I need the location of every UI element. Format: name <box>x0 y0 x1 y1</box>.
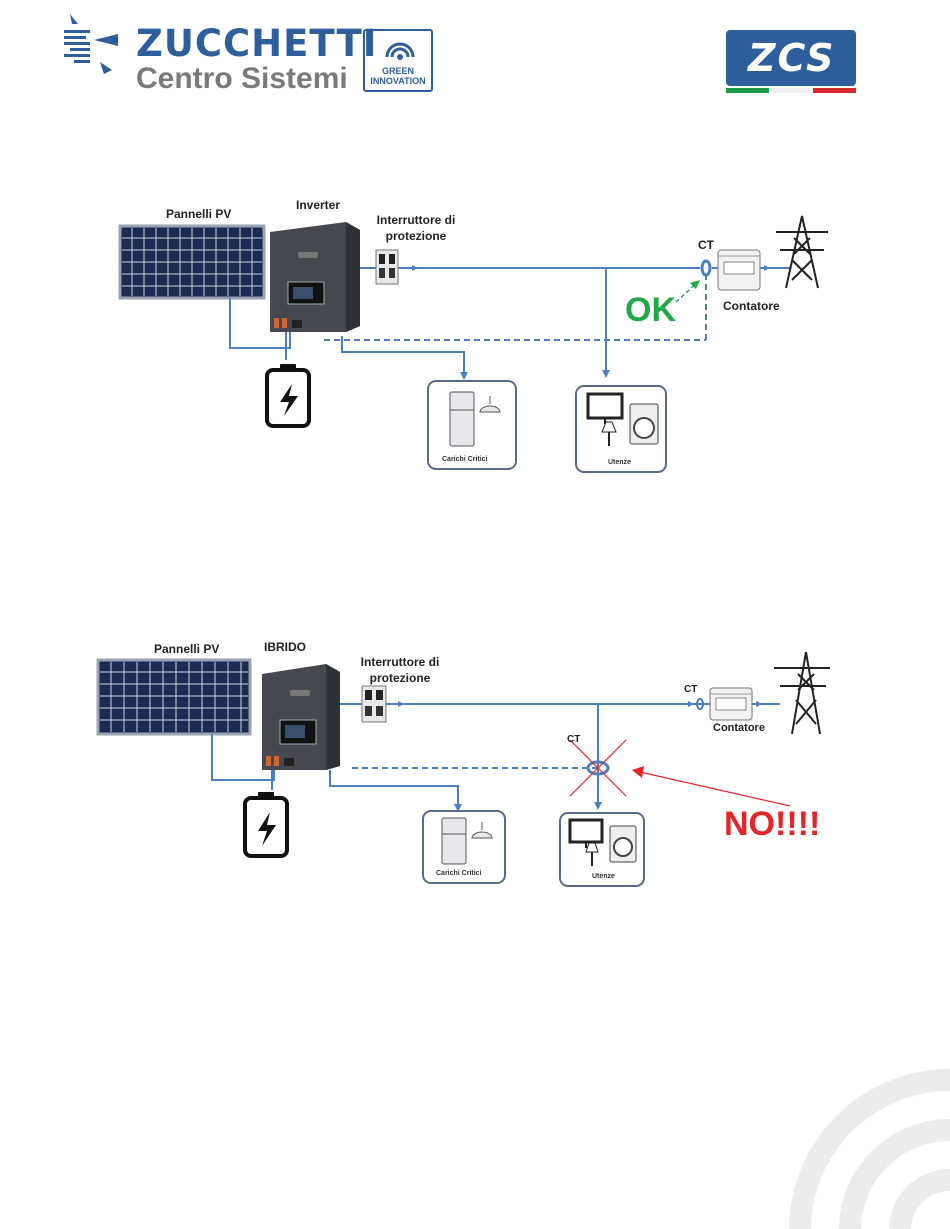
decorative-arcs <box>0 0 950 1229</box>
